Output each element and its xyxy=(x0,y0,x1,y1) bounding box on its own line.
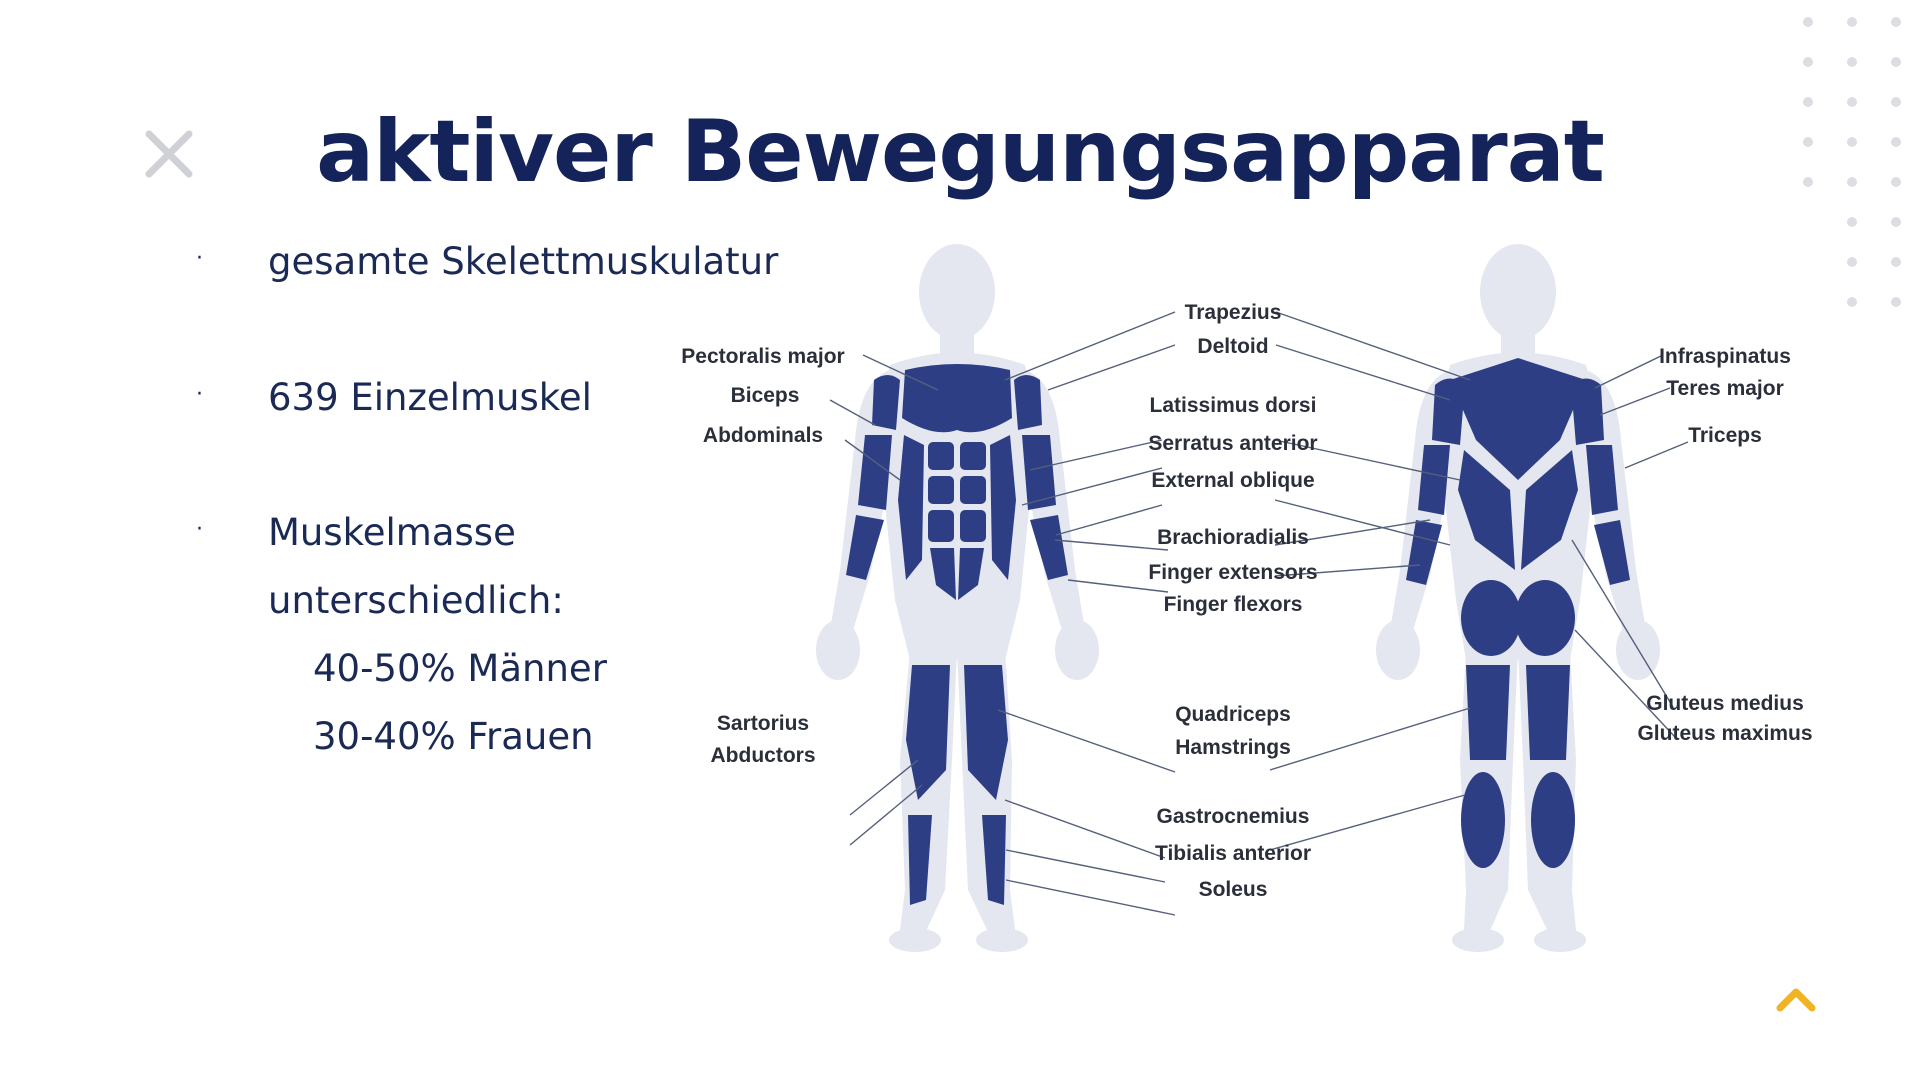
decor-dot xyxy=(1803,137,1813,147)
decor-dot xyxy=(1847,17,1857,27)
label-leader-lines xyxy=(829,311,1689,916)
bullet-marker: · xyxy=(196,246,203,271)
decor-dot xyxy=(1803,97,1813,107)
decor-dot xyxy=(1891,217,1901,227)
bullet-marker: · xyxy=(196,382,203,407)
label-abductors: Abductors xyxy=(711,744,816,767)
slide-title: aktiver Bewegungsapparat xyxy=(316,102,1605,202)
bullet-text: gesamte Skelettmuskulatur xyxy=(268,240,779,283)
chevron-up-icon[interactable] xyxy=(1776,986,1816,1012)
label-brachioradialis: Brachioradialis xyxy=(1157,526,1309,549)
label-gluteus-maximus: Gluteus maximus xyxy=(1637,722,1812,745)
decor-dot xyxy=(1803,57,1813,67)
label-gluteus-medius: Gluteus medius xyxy=(1646,692,1804,715)
muscle-diagram: Pectoralis major Biceps Abdominals Sarto… xyxy=(681,244,1813,952)
decor-dot xyxy=(1847,177,1857,187)
decor-dot xyxy=(1803,17,1813,27)
decor-dot xyxy=(1847,97,1857,107)
decor-dot xyxy=(1891,97,1901,107)
decor-dot xyxy=(1891,17,1901,27)
decor-dot xyxy=(1803,177,1813,187)
label-triceps: Triceps xyxy=(1688,424,1762,447)
label-biceps: Biceps xyxy=(731,384,800,407)
front-body-figure xyxy=(816,244,1099,952)
label-sartorius: Sartorius xyxy=(717,712,809,735)
sub-item: 40-50% Männer xyxy=(313,647,607,690)
muscle-labels: Pectoralis major Biceps Abdominals Sarto… xyxy=(681,301,1812,901)
decor-dot xyxy=(1891,57,1901,67)
decor-dot xyxy=(1891,257,1901,267)
label-external-oblique: External oblique xyxy=(1151,469,1314,492)
label-soleus: Soleus xyxy=(1199,878,1268,901)
label-finger-flexors: Finger flexors xyxy=(1164,593,1303,616)
decor-dot xyxy=(1847,297,1857,307)
label-abdominals: Abdominals xyxy=(703,424,823,447)
bullet-text: 639 Einzelmuskel xyxy=(268,376,592,419)
label-teres-major: Teres major xyxy=(1666,377,1784,400)
label-quadriceps: Quadriceps xyxy=(1175,703,1291,726)
back-body-figure xyxy=(1376,244,1660,952)
label-hamstrings: Hamstrings xyxy=(1175,736,1291,759)
label-finger-extensors: Finger extensors xyxy=(1148,561,1317,584)
label-trapezius: Trapezius xyxy=(1185,301,1282,324)
close-icon[interactable] xyxy=(143,128,195,180)
label-pectoralis-major: Pectoralis major xyxy=(681,345,844,368)
bullet-text: Muskelmasse xyxy=(268,511,516,554)
decor-dot xyxy=(1847,57,1857,67)
decor-dot xyxy=(1891,297,1901,307)
decor-dot xyxy=(1847,217,1857,227)
bullet-continuation: unterschiedlich: xyxy=(268,579,564,622)
decor-dot xyxy=(1847,137,1857,147)
label-infraspinatus: Infraspinatus xyxy=(1659,345,1791,368)
label-gastrocnemius: Gastrocnemius xyxy=(1157,805,1310,828)
decor-dot xyxy=(1891,137,1901,147)
label-deltoid: Deltoid xyxy=(1197,335,1268,358)
label-serratus-anterior: Serratus anterior xyxy=(1148,432,1317,455)
bullet-marker: · xyxy=(196,517,203,542)
dot-grid-decoration xyxy=(1803,17,1901,307)
sub-item: 30-40% Frauen xyxy=(313,715,594,758)
label-latissimus-dorsi: Latissimus dorsi xyxy=(1150,394,1317,417)
decor-dot xyxy=(1847,257,1857,267)
label-tibialis-anterior: Tibialis anterior xyxy=(1155,842,1311,865)
decor-dot xyxy=(1891,177,1901,187)
